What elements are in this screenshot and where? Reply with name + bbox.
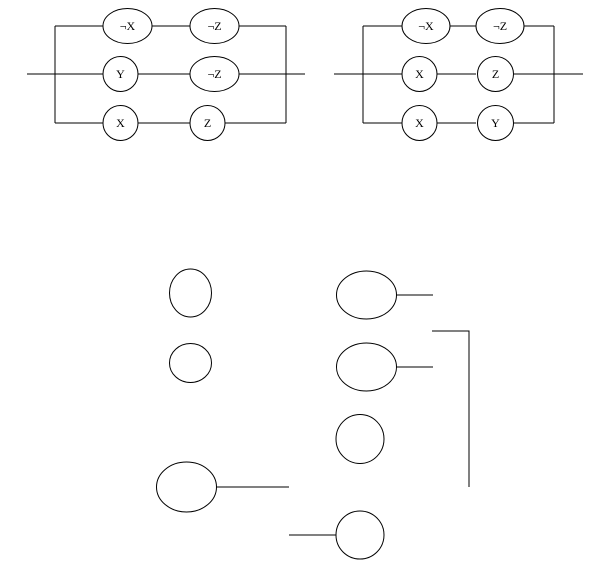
blank-node-with-wire [289, 510, 385, 560]
switch-node: X [102, 105, 139, 141]
circuit-right: ¬X ¬Z X Z [334, 8, 583, 141]
node-label: Y [491, 116, 500, 130]
branch-2: Y ¬Z [55, 56, 286, 92]
switch-node: ¬X [102, 8, 153, 44]
blank-node-with-wire [336, 342, 433, 392]
blank-node [169, 343, 212, 383]
blank-node [335, 414, 385, 464]
node-label: Z [204, 116, 211, 130]
blank-node-with-wire [336, 270, 433, 320]
node-label: X [116, 116, 125, 130]
branch-2: X Z [363, 56, 554, 92]
switch-node: X [401, 56, 438, 92]
switch-node: Z [477, 56, 514, 92]
switch-node: ¬Z [189, 8, 240, 44]
node-label: ¬Z [493, 19, 507, 33]
branch-1: ¬X ¬Z [363, 8, 554, 44]
loose-components [156, 268, 470, 560]
switch-node: Y [477, 105, 514, 141]
switch-node: Y [102, 56, 139, 92]
node-label: ¬Z [207, 19, 221, 33]
node-label: ¬Z [207, 67, 221, 81]
branch-3: X Y [363, 105, 554, 141]
node-label: ¬X [418, 19, 434, 33]
switch-node: ¬Z [189, 56, 240, 92]
node-label: Z [492, 67, 499, 81]
branch-3: X Z [55, 105, 286, 141]
switch-node: ¬Z [475, 8, 525, 44]
node-label: Y [116, 67, 125, 81]
node-label: X [415, 116, 424, 130]
node-label: ¬X [120, 19, 136, 33]
switch-node: Z [189, 105, 226, 141]
switch-node: X [401, 105, 438, 141]
branch-1: ¬X ¬Z [55, 8, 286, 44]
blank-node-with-wire [156, 461, 289, 513]
circuit-left: ¬X ¬Z Y ¬Z [27, 8, 305, 141]
switch-node: ¬X [401, 8, 451, 44]
node-label: X [415, 67, 424, 81]
blank-node [169, 268, 212, 318]
bus-bracket [432, 330, 470, 487]
